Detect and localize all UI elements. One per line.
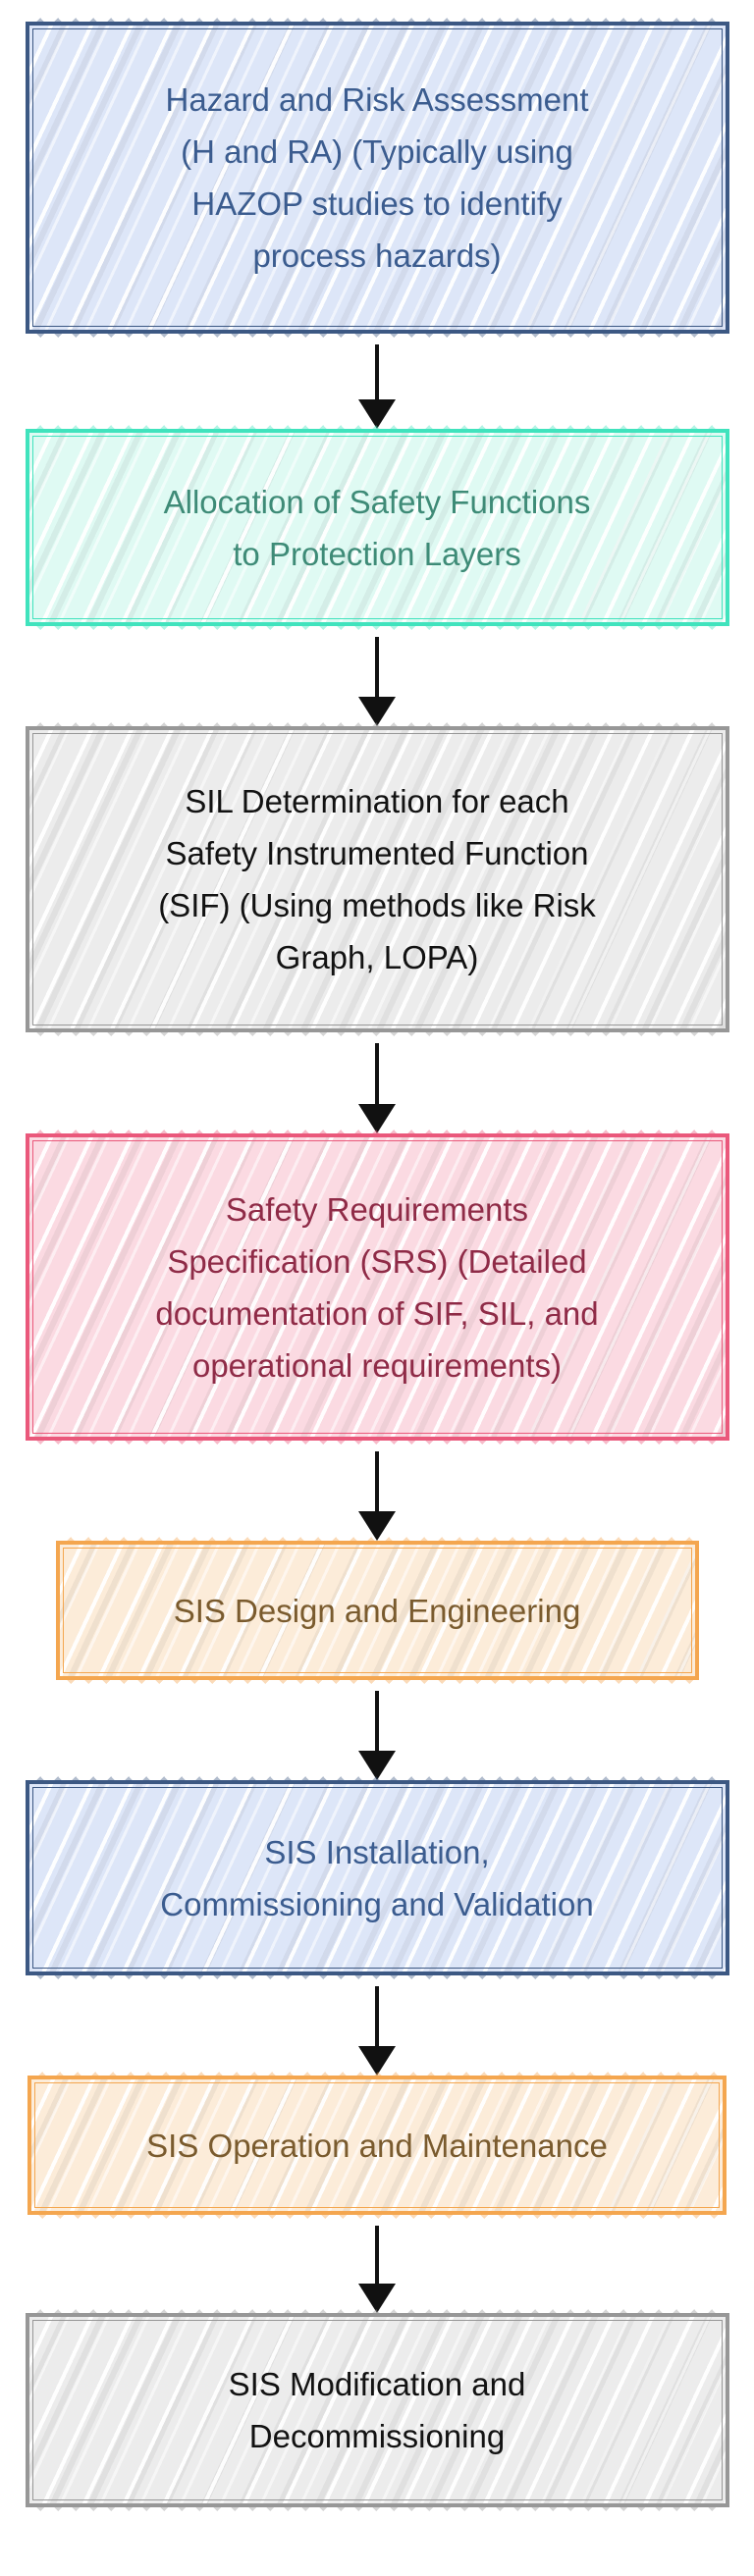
arrow-head-icon (358, 2046, 396, 2076)
arrow-shaft (375, 637, 379, 697)
arrow-head-icon (358, 1104, 396, 1133)
arrow-head-icon (358, 399, 396, 429)
node-label: SIS Operation and Maintenance (146, 2127, 608, 2164)
arrow-shaft (375, 1691, 379, 1751)
node-label: SIS Installation,Commissioning and Valid… (160, 1833, 594, 1922)
flow-node-hazard-risk-assessment: Hazard and Risk Assessment(H and RA) (Ty… (25, 18, 729, 338)
flow-node-sis-design-engineering: SIS Design and Engineering (55, 1537, 699, 1684)
flow-arrow (355, 1975, 399, 2076)
arrow-shaft (375, 1043, 379, 1104)
node-label: SIS Design and Engineering (173, 1592, 581, 1629)
arrow-shaft (375, 1986, 379, 2046)
flow-arrow (355, 1680, 399, 1780)
flow-arrow (355, 1032, 399, 1133)
arrow-head-icon (358, 697, 396, 726)
arrow-head-icon (358, 1511, 396, 1541)
flow-node-sis-installation-commissioning-validation: SIS Installation,Commissioning and Valid… (25, 1776, 729, 1979)
arrow-shaft (375, 1451, 379, 1511)
node-label: Hazard and Risk Assessment(H and RA) (Ty… (165, 81, 589, 274)
flow-arrow (355, 626, 399, 726)
arrow-shaft (375, 344, 379, 399)
flow-arrow (355, 334, 399, 429)
flow-arrow (355, 2215, 399, 2313)
flow-arrow (355, 1441, 399, 1541)
arrow-head-icon (358, 1751, 396, 1780)
flowchart-canvas: Hazard and Risk Assessment(H and RA) (Ty… (0, 18, 754, 2576)
arrow-head-icon (358, 2284, 396, 2313)
flow-node-sis-operation-maintenance: SIS Operation and Maintenance (27, 2072, 727, 2219)
arrow-shaft (375, 2226, 379, 2284)
